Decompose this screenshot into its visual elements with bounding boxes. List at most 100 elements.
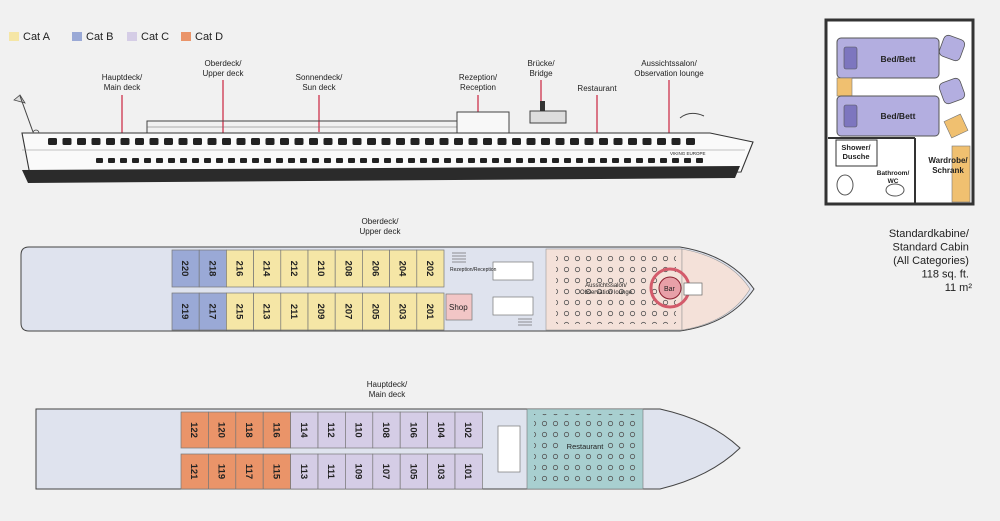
cabin-116[interactable]: 116 <box>262 411 291 449</box>
cabin-211[interactable]: 211 <box>280 292 309 331</box>
window <box>425 138 434 145</box>
cabin-121[interactable]: 121 <box>180 453 209 490</box>
cabin-number: 112 <box>325 422 336 437</box>
cabin-217[interactable]: 217 <box>198 292 227 331</box>
cabin-number: 220 <box>179 261 190 277</box>
cabin-115[interactable]: 115 <box>262 453 291 490</box>
window <box>207 138 217 145</box>
cabin-220[interactable]: 220 <box>171 249 200 288</box>
cabin-107[interactable]: 107 <box>372 453 401 490</box>
porthole <box>444 158 451 163</box>
nightstand <box>836 77 853 97</box>
window <box>570 138 579 145</box>
cabin-216[interactable]: 216 <box>226 249 254 288</box>
stairwell <box>497 425 521 473</box>
window <box>77 138 86 145</box>
cabin-209[interactable]: 209 <box>307 292 336 331</box>
window <box>323 138 333 145</box>
cabin-213[interactable]: 213 <box>253 292 282 331</box>
cabin-fill <box>253 292 282 331</box>
cabin-number: 114 <box>298 422 309 438</box>
cabin-101[interactable]: 101 <box>454 453 483 490</box>
cabin-212[interactable]: 212 <box>280 249 309 288</box>
ship-name: VIKING EUROPE <box>670 151 706 156</box>
bar <box>658 276 682 300</box>
cabin-fill <box>208 453 237 490</box>
shop-label: Shop <box>449 303 468 312</box>
cabin-120[interactable]: 120 <box>208 411 237 449</box>
cabin-214[interactable]: 214 <box>253 249 282 288</box>
cabin-109[interactable]: 109 <box>345 453 374 490</box>
cabin-fill <box>334 249 363 288</box>
upper-deck-plan: Oberdeck/Upper deck Aussichtssalon/Obser… <box>20 217 755 332</box>
cabin-208[interactable]: 208 <box>334 249 363 288</box>
lounge-bow <box>681 248 751 331</box>
porthole <box>396 158 403 163</box>
cabin-fill <box>399 411 428 449</box>
bow-mast <box>679 112 705 119</box>
cabin-111[interactable]: 111 <box>317 453 346 490</box>
cabin-106[interactable]: 106 <box>399 411 428 449</box>
cabin-fill <box>171 249 200 288</box>
window <box>178 138 188 145</box>
porthole <box>540 158 547 163</box>
cabin-119[interactable]: 119 <box>208 453 237 490</box>
cabin-215[interactable]: 215 <box>226 292 254 331</box>
window <box>512 138 521 145</box>
desk <box>943 113 969 139</box>
cabin-number: 105 <box>407 464 418 481</box>
cabin-104[interactable]: 104 <box>427 411 456 449</box>
porthole <box>132 158 139 163</box>
cabin-206[interactable]: 206 <box>362 249 390 288</box>
bed-2 <box>836 95 940 137</box>
cabin-203[interactable]: 203 <box>389 292 418 331</box>
cabin-info: Standardkabine/ Standard Cabin (All Cate… <box>889 228 973 294</box>
cabin-108[interactable]: 108 <box>372 411 401 449</box>
legend-item-cat-b: Cat B <box>72 31 114 43</box>
cabin-112[interactable]: 112 <box>317 411 346 449</box>
callout-upper-deck: Oberdeck/Upper deck <box>203 59 245 78</box>
window <box>541 138 550 145</box>
cabin-205[interactable]: 205 <box>362 292 390 331</box>
restaurant-label: Restaurant <box>567 442 605 451</box>
cabin-207[interactable]: 207 <box>334 292 363 331</box>
cabin-fill <box>345 411 374 449</box>
legend-swatch <box>127 32 137 41</box>
window <box>381 138 391 145</box>
cabin-110[interactable]: 110 <box>345 411 374 449</box>
cabin-105[interactable]: 105 <box>399 453 428 490</box>
cabin-219[interactable]: 219 <box>171 292 200 331</box>
cabin-204[interactable]: 204 <box>389 249 418 288</box>
cabin-113[interactable]: 113 <box>290 453 319 490</box>
window <box>265 138 275 145</box>
wardrobe <box>951 145 971 203</box>
cabin-102[interactable]: 102 <box>454 411 483 449</box>
legend-swatch <box>181 32 191 41</box>
cabin-plan: Bed/Bett Bed/Bett Shower/Dusche Bathroom… <box>824 18 975 206</box>
cabin-122[interactable]: 122 <box>180 411 209 449</box>
cabin-118[interactable]: 118 <box>235 411 264 449</box>
cabin-114[interactable]: 114 <box>290 411 319 449</box>
shower-label: Shower/Dusche <box>841 143 871 161</box>
cabin-218[interactable]: 218 <box>198 249 227 288</box>
cabin-fill <box>454 453 483 490</box>
cabin-fill <box>345 453 374 490</box>
cabin-fill <box>226 292 254 331</box>
cabin-number: 107 <box>380 464 391 480</box>
cabin-number: 205 <box>370 304 381 321</box>
legend-item-cat-c: Cat C <box>127 31 169 43</box>
callout-main-deck: Hauptdeck/Main deck <box>102 73 143 92</box>
cabin-201[interactable]: 201 <box>416 292 445 331</box>
window <box>149 138 159 145</box>
window <box>599 138 608 145</box>
porthole <box>144 158 151 163</box>
window <box>280 138 289 145</box>
cabin-202[interactable]: 202 <box>416 249 445 288</box>
cabin-103[interactable]: 103 <box>427 453 456 490</box>
cabin-number: 202 <box>424 261 435 277</box>
cabin-210[interactable]: 210 <box>307 249 336 288</box>
cabin-117[interactable]: 117 <box>235 453 264 490</box>
window <box>106 138 115 145</box>
